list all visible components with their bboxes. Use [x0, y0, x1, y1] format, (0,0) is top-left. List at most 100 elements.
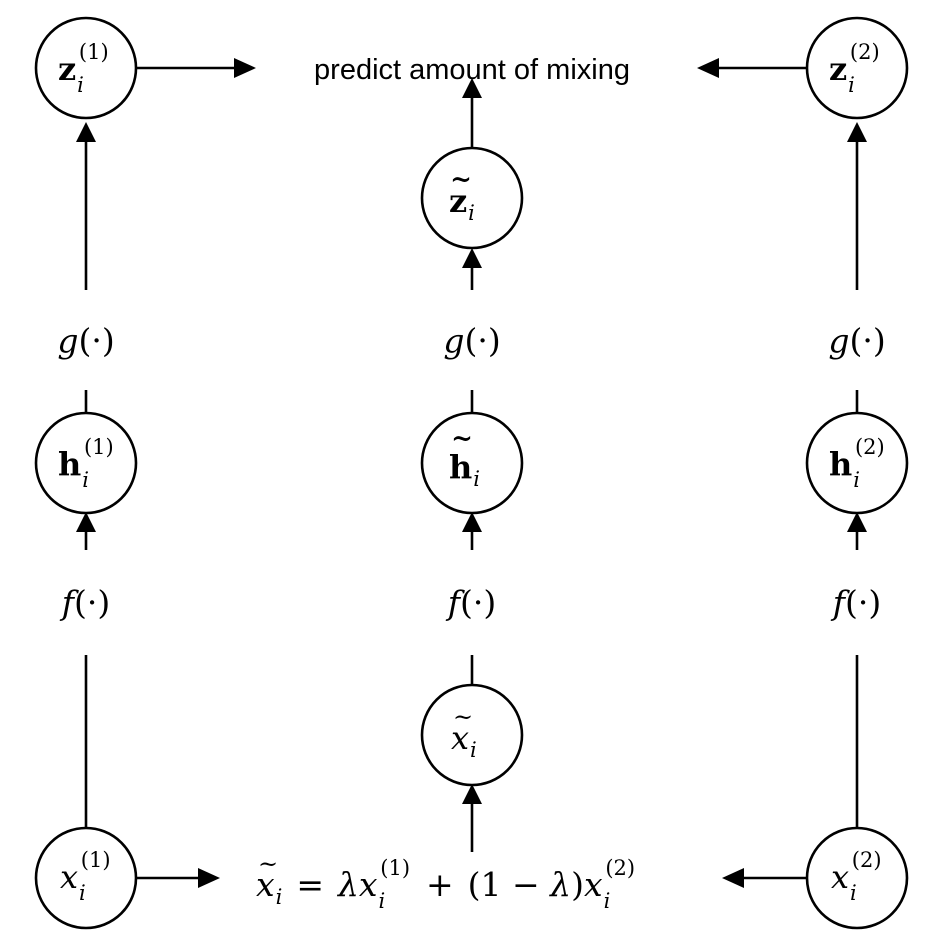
node-x2-sup: (2): [852, 848, 882, 872]
equation-coef-close: ): [571, 865, 584, 904]
equation-lambda: λ: [336, 865, 359, 904]
equation-x1-sup: (1): [380, 856, 410, 880]
label-g-left-close: ): [102, 321, 115, 360]
arrowhead-z1-to-title: [234, 58, 256, 78]
svg-text:g(·): g(·): [443, 321, 500, 360]
node-h1-base: h: [58, 445, 81, 483]
arrowhead-zmix-to-title: [462, 78, 482, 98]
node-x2: xi (2): [805, 826, 909, 930]
svg-text:f(·): f(·): [59, 583, 110, 622]
label-f-left-open: (: [74, 583, 87, 622]
label-f-left-close: ): [97, 583, 110, 622]
arrowhead-into-z1: [76, 122, 96, 142]
label-g-right-close: ): [873, 321, 886, 360]
equation-equals: =: [296, 865, 324, 904]
node-x2-sub: i: [850, 881, 857, 905]
node-h-mix-sub: i: [473, 467, 480, 491]
node-z-mix-tilde: ~: [450, 165, 472, 195]
arrowhead-into-h1: [76, 512, 96, 532]
label-f-mid-open: (: [460, 583, 473, 622]
title: predict amount of mixing: [314, 54, 630, 86]
label-g-left-name: g: [57, 321, 78, 360]
label-f-mid: f(·): [445, 583, 496, 622]
equation-plus: +: [426, 865, 454, 904]
svg-text:xi(1): xi (1): [60, 848, 111, 905]
label-f-right-close: ): [868, 583, 881, 622]
node-z2-sub: i: [848, 73, 855, 97]
svg-text:f(·): f(·): [445, 583, 496, 622]
svg-text:xi: xi: [451, 719, 477, 762]
node-h1: hi (1): [34, 411, 138, 515]
arrowhead-into-h2: [847, 512, 867, 532]
node-h-mix-base: h: [449, 448, 472, 486]
svg-text:zi: zi: [449, 182, 475, 225]
svg-text:hi(1): hi (1): [58, 435, 114, 492]
arrowhead-x1-to-equation: [198, 868, 220, 888]
label-g-mid-close: ): [488, 321, 501, 360]
label-g-right-open: (: [849, 321, 862, 360]
node-z-mix: ~ zi: [420, 146, 524, 250]
node-h-mix: ~ hi: [420, 411, 524, 515]
node-z1-sub: i: [77, 73, 84, 97]
equation-x2-base: x: [584, 865, 603, 904]
label-f-left: f(·): [59, 583, 110, 622]
label-f-right-dot: ·: [858, 583, 869, 622]
svg-text:xi=λxi(1)+(1 − λ)xi(2): xi=λxi(1)+(1 − λ)xi(2): [256, 856, 635, 913]
label-g-left-dot: ·: [91, 321, 102, 360]
svg-text:zi(1): zi (1): [58, 40, 109, 97]
label-g-mid-open: (: [464, 321, 477, 360]
equation-x1-base: x: [359, 865, 378, 904]
node-x1-base: x: [60, 858, 78, 896]
node-x1-sup: (1): [81, 848, 111, 872]
node-h-mix-tilde: ~: [451, 424, 473, 454]
svg-text:g(·): g(·): [57, 321, 114, 360]
node-h1-sup: (1): [84, 435, 114, 459]
label-f-mid-close: ): [483, 583, 496, 622]
equation-lhs-sub: i: [276, 885, 283, 909]
arrowhead-x2-to-equation: [722, 868, 744, 888]
label-f-right-open: (: [845, 583, 858, 622]
equation-x2-sup: (2): [605, 856, 635, 880]
node-x1-sub: i: [79, 881, 86, 905]
arrowhead-z2-to-title: [697, 58, 719, 78]
svg-text:g(·): g(·): [828, 321, 885, 360]
node-h1-sub: i: [82, 468, 89, 492]
label-g-right-dot: ·: [862, 321, 873, 360]
label-g-right-name: g: [828, 321, 849, 360]
node-z1-sup: (1): [79, 40, 109, 64]
node-z1: zi (1): [34, 16, 138, 120]
svg-text:hi: hi: [449, 448, 480, 491]
node-x1: xi (1): [34, 826, 138, 930]
arrowhead-into-zmix: [462, 248, 482, 268]
arrowhead-into-hmix: [462, 512, 482, 532]
equation-x2-sub: i: [604, 889, 611, 913]
equation-lhs-tilde: ~: [258, 850, 278, 878]
equation-lambda-2: λ: [548, 865, 571, 904]
equation-lhs-base: x: [256, 865, 275, 904]
node-z2-base: z: [829, 50, 847, 88]
node-x-mix-base: x: [451, 719, 469, 757]
node-z1-base: z: [58, 50, 76, 88]
node-x-mix: ~ xi: [420, 683, 524, 787]
mixing-equation: ~ xi=λxi(1)+(1 − λ)xi(2): [256, 850, 635, 913]
node-z-mix-base: z: [449, 182, 467, 220]
equation-coef: (1 −: [468, 865, 551, 904]
label-g-left: g(·): [57, 321, 114, 360]
node-h2-sup: (2): [855, 435, 885, 459]
label-f-mid-dot: ·: [473, 583, 484, 622]
svg-text:hi(2): hi(2): [829, 435, 885, 492]
equation-x1-sub: i: [379, 889, 386, 913]
label-g-left-open: (: [78, 321, 91, 360]
label-g-mid: g(·): [443, 321, 500, 360]
label-g-mid-dot: ·: [477, 321, 488, 360]
arrowhead-into-z2: [847, 122, 867, 142]
node-z2-sup: (2): [850, 40, 880, 64]
svg-text:xi(2): xi (2): [831, 848, 882, 905]
arrowhead-into-xmix: [462, 784, 482, 804]
node-x2-base: x: [831, 858, 849, 896]
label-f-left-dot: ·: [87, 583, 98, 622]
label-g-mid-name: g: [443, 321, 464, 360]
node-h2: hi(2): [805, 411, 909, 515]
